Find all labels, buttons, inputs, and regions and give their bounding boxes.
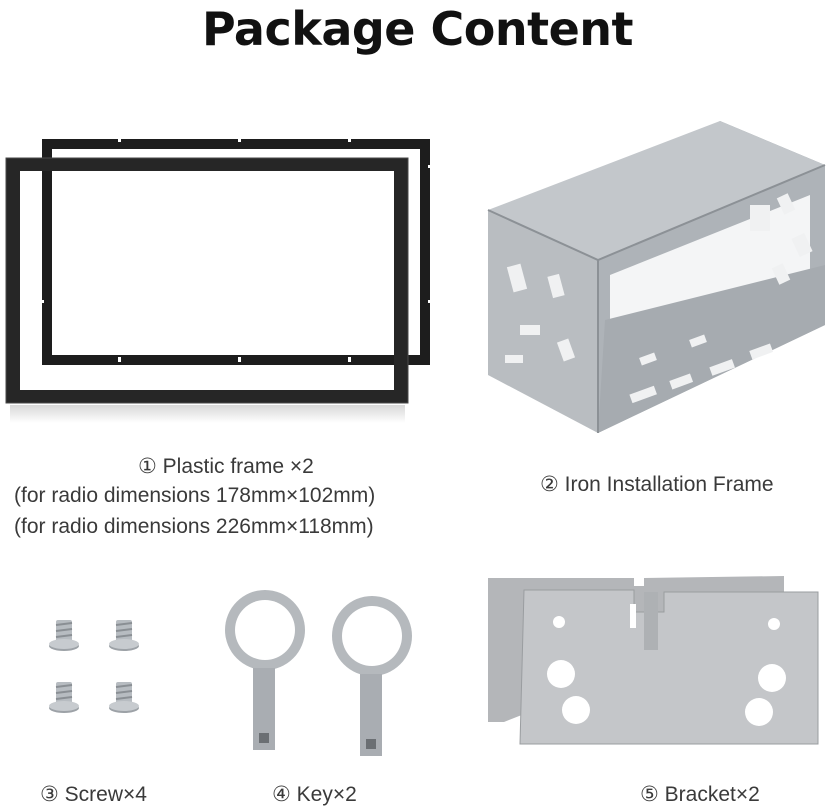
plastic-frame-dimension-1: (for radio dimensions 178mm×102mm) <box>14 484 376 507</box>
iron-frame-image <box>487 121 826 433</box>
bracket-image <box>488 576 819 745</box>
plastic-frame-caption: ① Plastic frame ×2 <box>138 455 314 478</box>
key-image <box>225 590 412 756</box>
page-title: Package Content <box>201 2 634 56</box>
iron-frame-caption: ② Iron Installation Frame <box>540 473 774 496</box>
key-caption: ④ Key×2 <box>272 783 357 806</box>
plastic-frame-image <box>5 137 434 423</box>
screw-image <box>48 619 140 714</box>
plastic-frame-dimension-2: (for radio dimensions 226mm×118mm) <box>14 515 374 538</box>
bracket-caption: ⑤ Bracket×2 <box>640 783 760 806</box>
screw-caption: ③ Screw×4 <box>40 783 147 806</box>
